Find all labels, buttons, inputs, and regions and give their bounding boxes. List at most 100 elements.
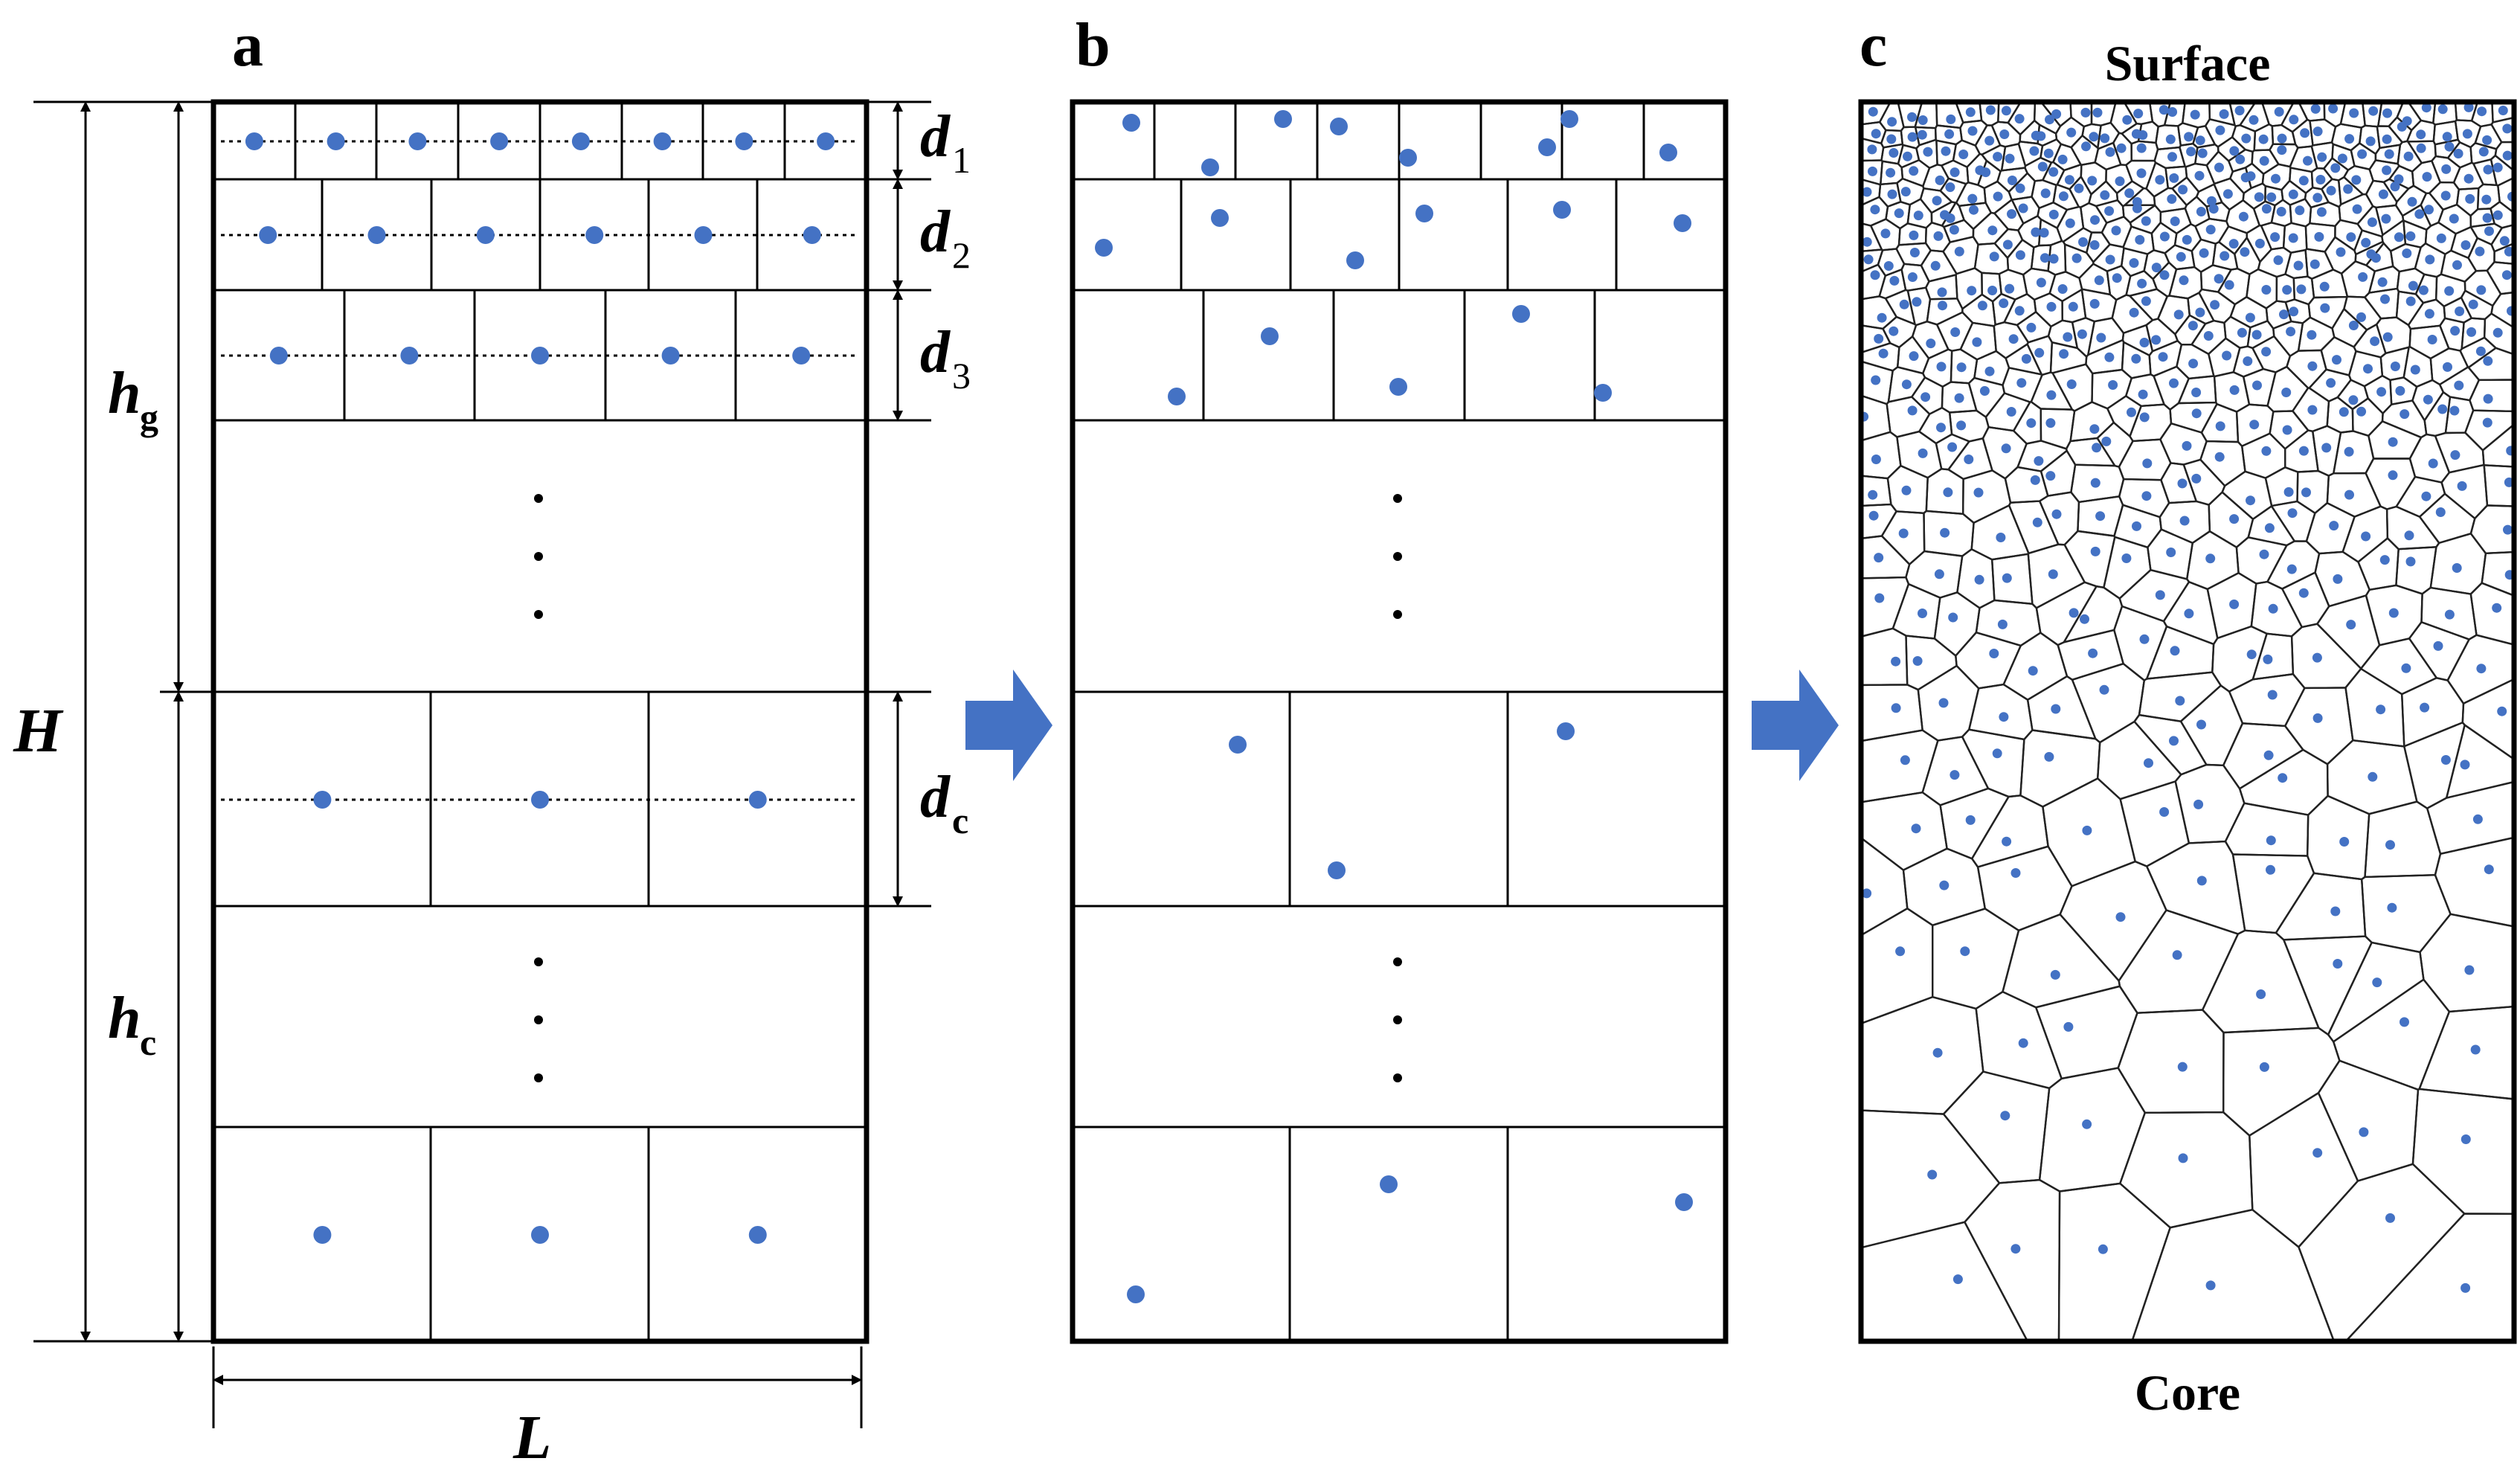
seed-point: [2437, 104, 2448, 115]
seed-point: [2037, 161, 2048, 172]
seed-point: [2443, 362, 2452, 372]
grain-cell: [2461, 678, 2514, 761]
seed-point: [2222, 350, 2232, 361]
seed-point: [2139, 338, 2150, 347]
grain-cell: [2351, 396, 2384, 437]
seed-point: [1901, 379, 1912, 390]
grain-cell: [1882, 315, 1918, 349]
seed-point: [1389, 378, 1407, 396]
grain-cell: [2174, 763, 2246, 844]
seed-point: [2132, 203, 2142, 214]
seed-point: [2424, 309, 2434, 319]
seed-point: [2455, 306, 2465, 316]
seed-point: [2014, 114, 2025, 124]
seed-point: [1934, 569, 1944, 580]
seed-point: [2141, 216, 2151, 226]
panel-c-frame: [1858, 99, 2517, 1344]
seed-point: [2418, 285, 2429, 295]
seed-point: [2379, 555, 2390, 565]
seed-point: [1886, 134, 1897, 144]
seed-point: [1941, 146, 1951, 156]
seed-point: [1900, 755, 1910, 765]
seed-point: [2165, 134, 2176, 144]
seed-point: [1984, 135, 1995, 146]
d1-label: d 1: [920, 104, 971, 181]
seed-point: [2317, 152, 2327, 162]
voronoi-edges: [1861, 102, 2514, 1341]
seed-point: [2390, 362, 2400, 371]
seed-point: [2188, 359, 2199, 369]
seed-point: [2090, 478, 2100, 488]
seed-point: [1862, 237, 1872, 247]
seed-point: [2048, 254, 2059, 264]
seed-point: [2028, 666, 2038, 676]
seed-point: [2105, 254, 2115, 265]
seed-point: [1913, 211, 1923, 221]
seed-point: [2414, 209, 2425, 219]
seed-point: [2312, 713, 2323, 723]
seed-point: [2452, 260, 2462, 270]
grain-cell: [2224, 802, 2310, 857]
grain-cell: [2086, 317, 2125, 356]
seed-point: [2307, 361, 2318, 371]
seed-point: [2352, 204, 2362, 214]
seed-point: [2018, 203, 2028, 214]
grain-cell: [2118, 909, 2240, 1014]
seed-point: [1871, 375, 1881, 385]
seed-point: [2468, 299, 2478, 309]
seed-point: [2081, 141, 2091, 152]
seed-point: [2044, 751, 2054, 762]
panel-c-seeds: [1861, 102, 2514, 1293]
seed-point: [2166, 548, 2176, 557]
grain-cell: [2182, 458, 2226, 506]
seed-point: [2263, 750, 2274, 760]
seed-point: [2293, 260, 2304, 271]
seed-point: [2030, 475, 2040, 485]
seed-point: [1201, 158, 1219, 176]
seed-point: [2267, 690, 2278, 700]
seed-point: [2034, 456, 2044, 466]
seed-point: [2320, 303, 2330, 313]
seed-point: [1940, 527, 1950, 538]
seed-point: [2482, 417, 2492, 428]
seed-point: [2370, 336, 2380, 347]
grain-cell: [2445, 723, 2514, 800]
seed-point: [2416, 143, 2426, 153]
seed-point: [1992, 748, 2002, 759]
seed-point: [1937, 287, 1947, 298]
grain-cell: [1861, 576, 1910, 638]
seed-point: [2169, 378, 2179, 388]
seed-point: [1122, 114, 1140, 132]
seed-point: [2440, 755, 2451, 765]
seed-point: [2167, 194, 2177, 204]
seed-point: [1954, 246, 1964, 257]
seed-point: [1969, 205, 1979, 215]
seed-point: [531, 1226, 549, 1244]
seed-point: [2170, 646, 2180, 656]
seed-point: [1878, 348, 1889, 359]
seed-point: [1874, 553, 1884, 563]
seed-point: [1415, 205, 1433, 222]
seed-point: [2196, 876, 2207, 886]
panel-label-b: b: [1076, 10, 1110, 80]
seed-point: [2276, 207, 2286, 216]
seed-point: [2310, 103, 2321, 114]
seed-point: [2282, 425, 2292, 435]
seed-point: [2261, 347, 2272, 357]
seed-point: [2441, 164, 2452, 174]
grain-cell: [1861, 836, 1909, 937]
seed-point: [2333, 574, 2343, 584]
seed-point: [313, 791, 332, 809]
seed-point: [367, 226, 386, 244]
seed-point: [531, 791, 549, 809]
seed-point: [2210, 300, 2220, 310]
seed-point: [2058, 191, 2069, 202]
seed-point: [2460, 1282, 2471, 1293]
seed-point: [2314, 231, 2324, 242]
seed-point: [2363, 364, 2373, 374]
grain-cell: [1976, 845, 2073, 932]
seed-point: [2034, 347, 2045, 358]
seed-point: [2229, 385, 2240, 395]
seed-point: [2397, 121, 2407, 132]
seed-point: [1950, 167, 1960, 178]
